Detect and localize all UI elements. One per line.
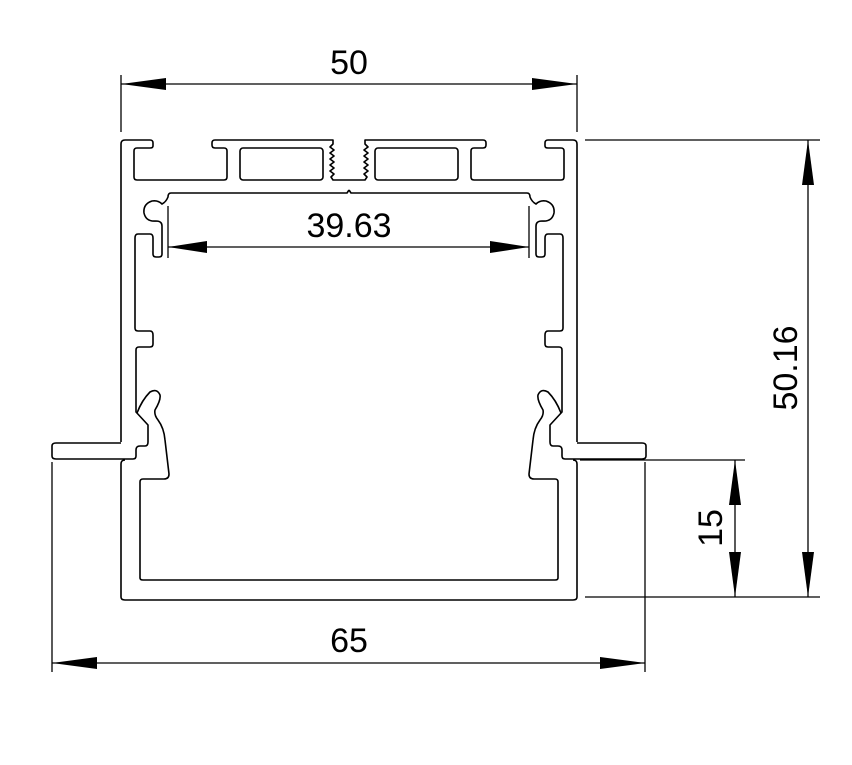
profile-half-left: [51, 139, 350, 601]
profile-outer-contour: [120, 139, 349, 442]
profile-channel-outer: [120, 459, 349, 601]
dimension-channel-height: 15: [580, 459, 745, 597]
dimension-label-15: 15: [692, 509, 730, 547]
dimension-top-width: 50: [120, 44, 578, 132]
dimension-inner-width: 39.63: [167, 206, 530, 258]
dimension-label-65: 65: [330, 622, 368, 660]
profile-clip: [136, 389, 349, 581]
dimension-label-50: 50: [330, 44, 368, 82]
dimension-label-50-16: 50.16: [767, 325, 805, 410]
profile-inner-contour: [51, 189, 350, 460]
profile-top-cavity: [239, 147, 324, 181]
dimension-total-height: 50.16: [585, 139, 820, 598]
dimension-label-39-63: 39.63: [306, 207, 391, 245]
dimension-flange-width: 65: [51, 462, 646, 672]
profile-half-right: [348, 139, 647, 601]
